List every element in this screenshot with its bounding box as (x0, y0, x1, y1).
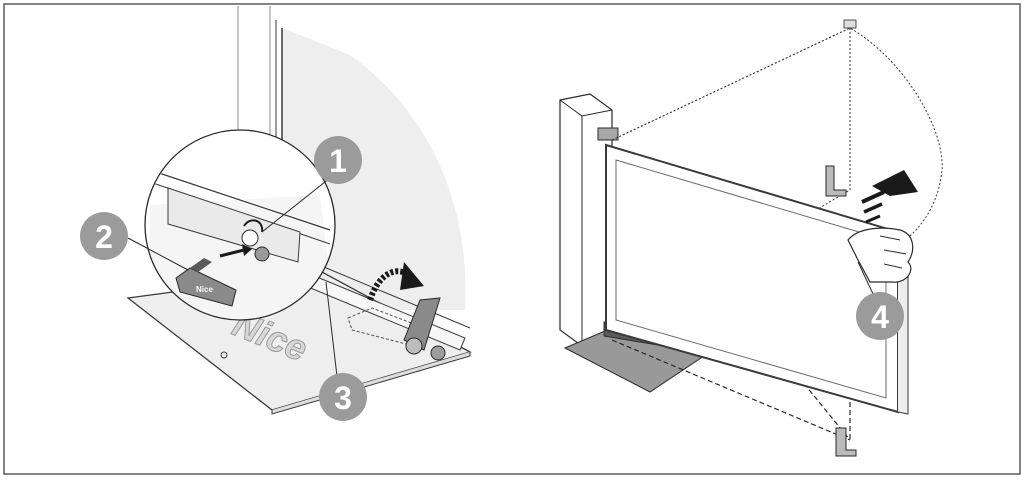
plate-hole (220, 351, 228, 359)
callout-number: 2 (95, 219, 113, 255)
left-panel-unlock-procedure: Nice Nice (80, 6, 472, 421)
insert-arrow-line (219, 248, 245, 258)
magnifier-detail: Nice (127, 129, 336, 321)
magnified-lock-cylinder (241, 229, 259, 247)
key-brand-logo: Nice (196, 285, 213, 294)
callout-3: 3 (319, 373, 367, 421)
leader-line-4 (857, 261, 875, 297)
release-lever-pivot (405, 337, 423, 355)
insert-arrow-head (242, 244, 252, 256)
swing-arc (611, 27, 943, 256)
callout-number: 4 (871, 299, 889, 335)
leader-line-3 (325, 281, 339, 386)
release-key-bit (190, 258, 212, 272)
hand-finger-lines (879, 235, 907, 269)
gate-bottom-edge (311, 261, 471, 329)
magnified-release-knob (254, 246, 270, 262)
callout-2: 2 (80, 212, 128, 260)
release-lock-knob (430, 345, 446, 361)
leader-line-1 (261, 177, 331, 233)
push-direction-arrow (861, 170, 918, 224)
callout-1: 1 (314, 136, 362, 184)
pillar-hinge (597, 127, 619, 141)
callout-badge (80, 212, 128, 260)
right-panel-manual-opening: 4 (559, 19, 943, 457)
open-stop-marker (843, 19, 857, 29)
magnified-motor-body (167, 187, 301, 263)
mechanical-stop-open (825, 165, 847, 197)
callout-4: 4 (856, 292, 904, 340)
magnified-gate-edge (149, 169, 331, 231)
mechanical-stop-closed (835, 427, 857, 457)
leader-line-2 (127, 237, 189, 271)
callout-badge (314, 136, 362, 184)
turn-arrow (243, 219, 264, 233)
hand-illustration (847, 227, 914, 283)
callout-badge (319, 373, 367, 421)
callout-badge (856, 292, 904, 340)
gate-leaf-inner (615, 159, 887, 399)
callout-number: 1 (329, 143, 347, 179)
callout-number: 3 (334, 380, 352, 416)
rotation-arrow-head (400, 262, 424, 290)
